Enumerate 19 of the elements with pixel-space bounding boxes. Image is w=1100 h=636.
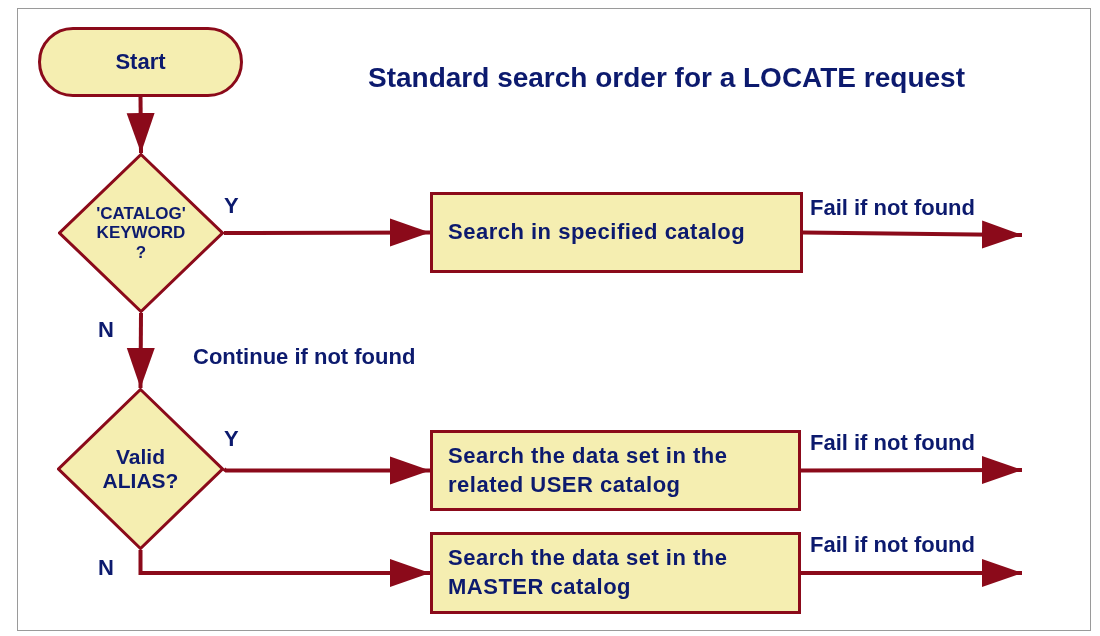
arrow bbox=[224, 218, 430, 247]
arrow bbox=[222, 456, 430, 485]
arrow bbox=[138, 550, 430, 587]
process-box bbox=[430, 192, 803, 273]
arrow bbox=[801, 456, 1022, 485]
arrow bbox=[126, 313, 155, 388]
process-text: Search the data set in the related USER catalog bbox=[448, 441, 729, 499]
arrow bbox=[802, 220, 1023, 249]
start-text: Start bbox=[115, 47, 166, 76]
decision-text: Valid ALIAS? bbox=[101, 444, 180, 494]
process-box bbox=[430, 430, 801, 511]
arrow bbox=[126, 96, 155, 154]
process-box bbox=[430, 532, 801, 614]
arrow bbox=[801, 559, 1022, 587]
diagram-title: Standard search order for a LOCATE request bbox=[368, 61, 965, 95]
decision-text: 'CATALOG' KEYWORD ? bbox=[95, 203, 187, 263]
process-text: Search the data set in the MASTER catalog bbox=[448, 544, 729, 601]
process-text: Search in specified catalog bbox=[448, 218, 746, 247]
note-text: Continue if not found bbox=[193, 343, 416, 371]
